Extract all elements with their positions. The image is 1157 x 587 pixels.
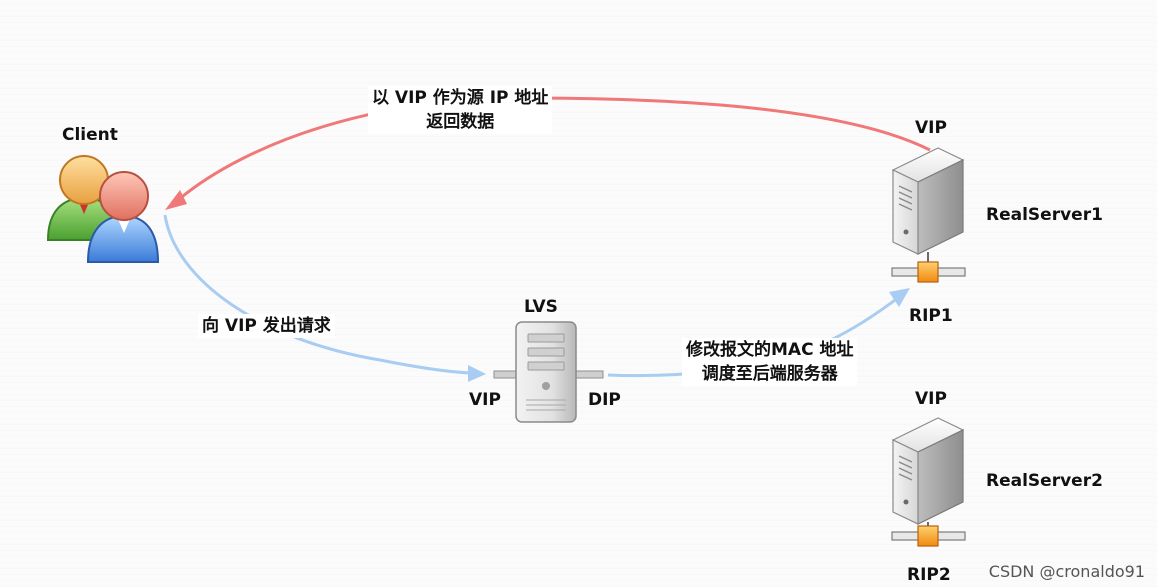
request-arrow <box>163 214 471 375</box>
realserver1-icon <box>891 147 966 283</box>
dispatch-edge-label-line1: 修改报文的MAC 地址 <box>686 340 854 360</box>
request-arrowhead <box>468 365 486 382</box>
dispatch-arrowhead <box>889 288 910 307</box>
response-edge-label: 以 VIP 作为源 IP 地址 返回数据 <box>368 86 553 134</box>
response-edge-label-line2: 返回数据 <box>426 112 495 132</box>
realserver2-label: RealServer2 <box>986 471 1103 491</box>
client-users-icon <box>46 155 160 263</box>
lvs-server-icon <box>493 321 604 423</box>
realserver2-vip-label: VIP <box>915 389 947 409</box>
realserver2-icon <box>891 417 966 547</box>
dispatch-edge-label-line2: 调度至后端服务器 <box>701 364 838 384</box>
realserver1-label: RealServer1 <box>986 205 1103 225</box>
realserver2-rip-label: RIP2 <box>907 565 951 585</box>
response-arrowhead <box>165 190 187 210</box>
response-arrow <box>177 96 931 202</box>
dispatch-edge-label: 修改报文的MAC 地址 调度至后端服务器 <box>682 338 858 386</box>
response-edge-label-line1: 以 VIP 作为源 IP 地址 <box>372 88 549 108</box>
request-edge-label: 向 VIP 发出请求 <box>198 314 335 338</box>
lvs-dip-label: DIP <box>588 390 621 410</box>
watermark: CSDN @cronaldo91 <box>988 562 1145 581</box>
lvs-vip-label: VIP <box>469 390 501 410</box>
realserver1-vip-label: VIP <box>915 118 947 138</box>
request-edge-label-line1: 向 VIP 发出请求 <box>202 316 331 336</box>
lvs-label: LVS <box>524 297 558 317</box>
realserver1-rip-label: RIP1 <box>909 306 953 326</box>
client-label: Client <box>62 125 118 145</box>
